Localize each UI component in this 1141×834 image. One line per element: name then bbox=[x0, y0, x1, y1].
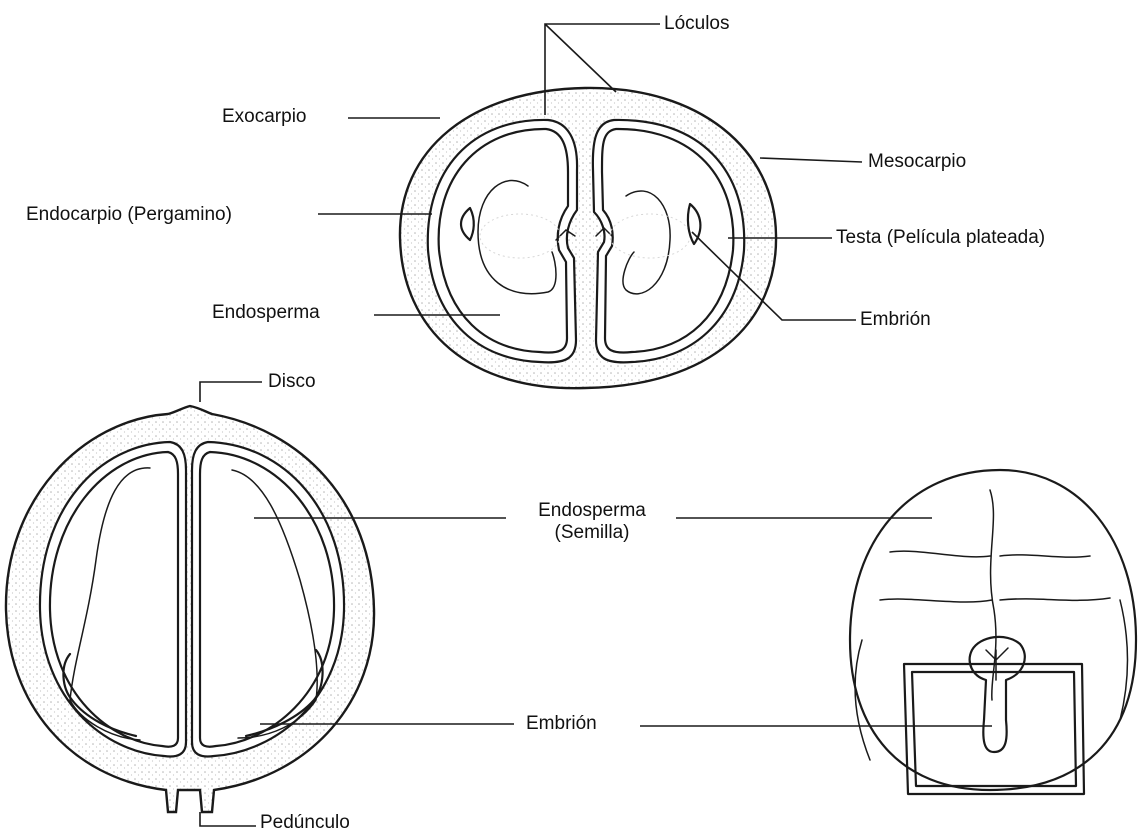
seed-wrinkle-lines bbox=[880, 490, 1110, 700]
label-endosperma-semilla-line1: Endosperma bbox=[538, 500, 646, 522]
label-exocarpio: Exocarpio bbox=[222, 106, 307, 128]
leader-pedunculo bbox=[200, 812, 256, 826]
cross-section-view bbox=[400, 88, 776, 388]
label-endocarpio: Endocarpio (Pergamino) bbox=[26, 204, 232, 226]
label-disco: Disco bbox=[268, 371, 316, 393]
label-embrion-top: Embrión bbox=[860, 309, 931, 331]
label-endosperma-top: Endosperma bbox=[212, 302, 320, 324]
label-endosperma-semilla: Endosperma (Semilla) bbox=[538, 500, 646, 544]
label-loculos: Lóculos bbox=[664, 13, 730, 35]
label-testa: Testa (Película plateada) bbox=[836, 227, 1045, 249]
seed-window-frame-outer bbox=[904, 664, 1084, 794]
label-mesocarpio: Mesocarpio bbox=[868, 151, 966, 173]
label-endosperma-semilla-line2: (Semilla) bbox=[538, 522, 646, 544]
longitudinal-section-view bbox=[6, 406, 374, 812]
leader-mesocarpio bbox=[760, 158, 862, 162]
leader-disco bbox=[200, 382, 262, 402]
label-pedunculo: Pedúnculo bbox=[260, 812, 350, 834]
label-embrion-bottom: Embrión bbox=[526, 713, 597, 735]
seed-embryo bbox=[970, 637, 1025, 752]
seed-window-frame-inner bbox=[912, 672, 1076, 786]
seed-side-stroke bbox=[855, 600, 1127, 760]
